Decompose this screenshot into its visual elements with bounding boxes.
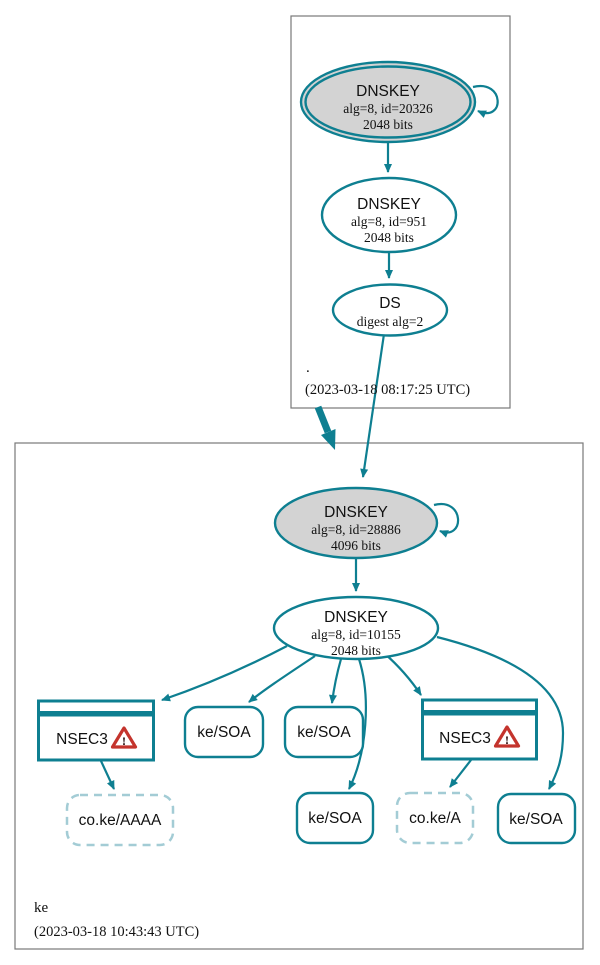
node-ke-ksk: DNSKEY alg=8, id=28886 4096 bits bbox=[273, 486, 439, 560]
node-root-ksk-line2: 2048 bits bbox=[363, 117, 413, 132]
node-soa-4-label: ke/SOA bbox=[509, 811, 563, 828]
zone-label-root: . bbox=[306, 360, 310, 376]
node-soa-2: ke/SOA bbox=[283, 705, 365, 759]
node-ke-zsk-title: DNSKEY bbox=[324, 609, 388, 626]
edge-nsec3-right-to-coke-a bbox=[449, 759, 472, 788]
node-soa-1: ke/SOA bbox=[183, 705, 265, 759]
node-root-ksk-title: DNSKEY bbox=[356, 83, 420, 100]
warning-icon: ! bbox=[110, 726, 138, 749]
node-nsec3-right: NSEC3 ! bbox=[421, 698, 538, 761]
node-soa-1-label: ke/SOA bbox=[197, 724, 251, 741]
node-soa-3: ke/SOA bbox=[295, 791, 375, 845]
node-root-ds-title: DS bbox=[379, 295, 401, 312]
warning-icon: ! bbox=[493, 725, 521, 748]
node-root-zsk-title: DNSKEY bbox=[357, 196, 421, 213]
node-ke-ksk-line2: 4096 bits bbox=[331, 538, 381, 553]
node-nsec3-left-label: NSEC3 bbox=[56, 731, 108, 748]
edge-zone-delegation-arrowhead-icon bbox=[321, 429, 336, 450]
zone-box-ke bbox=[14, 442, 584, 950]
node-ke-ksk-line1: alg=8, id=28886 bbox=[311, 522, 401, 537]
node-nsec3-right-label: NSEC3 bbox=[439, 730, 491, 747]
svg-text:!: ! bbox=[122, 734, 126, 748]
node-soa-3-label: ke/SOA bbox=[308, 810, 362, 827]
edge-zone-delegation bbox=[314, 405, 332, 434]
zone-timestamp-ke: (2023-03-18 10:43:43 UTC) bbox=[34, 924, 199, 940]
node-soa-4: ke/SOA bbox=[496, 792, 577, 845]
edge-ke-ksk-self-loop bbox=[433, 502, 460, 538]
node-root-zsk-line2: 2048 bits bbox=[364, 230, 414, 245]
node-nsec3-left: NSEC3 ! bbox=[37, 699, 155, 762]
node-coke-aaaa-label: co.ke/AAAA bbox=[79, 812, 162, 829]
node-soa-2-label: ke/SOA bbox=[297, 724, 351, 741]
node-coke-a-label: co.ke/A bbox=[409, 810, 461, 827]
node-root-zsk-line1: alg=8, id=951 bbox=[351, 214, 427, 229]
node-root-ds: DS digest alg=2 bbox=[331, 283, 449, 337]
node-ke-zsk: DNSKEY alg=8, id=10155 2048 bits bbox=[272, 595, 440, 661]
zone-label-ke: ke bbox=[34, 900, 49, 916]
node-root-zsk: DNSKEY alg=8, id=951 2048 bits bbox=[320, 176, 458, 254]
edge-ke-zsk-to-soa-2 bbox=[329, 658, 343, 704]
edge-ds-to-ke-ksk bbox=[360, 333, 386, 478]
node-coke-aaaa: co.ke/AAAA bbox=[65, 793, 175, 847]
edge-ke-zsk-to-soa-3 bbox=[348, 658, 367, 790]
node-root-ksk: DNSKEY alg=8, id=20326 2048 bits bbox=[299, 60, 477, 144]
node-root-ds-line1: digest alg=2 bbox=[357, 314, 423, 329]
zone-timestamp-root: (2023-03-18 08:17:25 UTC) bbox=[305, 382, 470, 398]
edge-root-ksk-self-loop bbox=[472, 84, 499, 118]
svg-text:!: ! bbox=[505, 733, 509, 747]
node-ke-zsk-line2: 2048 bits bbox=[331, 643, 381, 658]
node-ke-zsk-line1: alg=8, id=10155 bbox=[311, 627, 401, 642]
edge-ke-zsk-to-soa-4 bbox=[436, 635, 565, 790]
edge-ke-zsk-to-nsec3-right bbox=[383, 652, 422, 696]
edge-ke-zsk-to-nsec3-left bbox=[161, 645, 288, 702]
node-coke-a: co.ke/A bbox=[395, 791, 475, 845]
zone-box-root bbox=[290, 15, 511, 409]
edge-ke-zsk-to-soa-1 bbox=[248, 655, 316, 703]
node-root-ksk-line1: alg=8, id=20326 bbox=[343, 101, 433, 116]
node-ke-ksk-title: DNSKEY bbox=[324, 504, 388, 521]
edge-nsec3-left-to-coke-aaaa bbox=[100, 760, 115, 790]
